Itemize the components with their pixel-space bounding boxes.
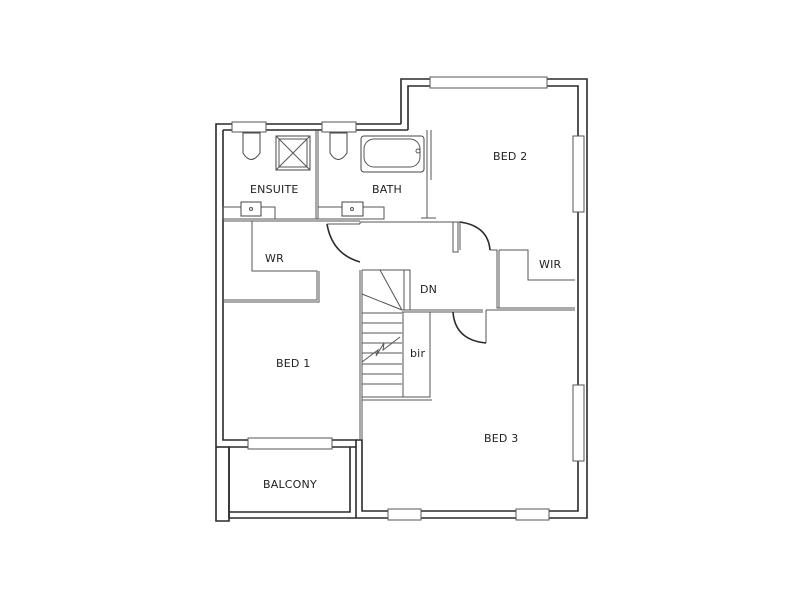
- room-label-balcony: BALCONY: [263, 478, 317, 491]
- windows: [231, 76, 585, 521]
- room-label-ensuite: ENSUITE: [250, 183, 299, 196]
- doors: [326, 221, 491, 344]
- room-label-bed2: BED 2: [493, 150, 528, 163]
- room-label-bed1: BED 1: [276, 357, 311, 370]
- fixtures: [222, 132, 425, 220]
- interior-walls: [223, 130, 575, 440]
- room-label-bed3: BED 3: [484, 432, 519, 445]
- room-label-bath: BATH: [372, 183, 403, 196]
- room-label-bir: bir: [410, 347, 426, 360]
- room-label-wr: WR: [265, 252, 284, 265]
- room-label-wir: WIR: [539, 258, 562, 271]
- stair-label-dn: DN: [420, 283, 438, 296]
